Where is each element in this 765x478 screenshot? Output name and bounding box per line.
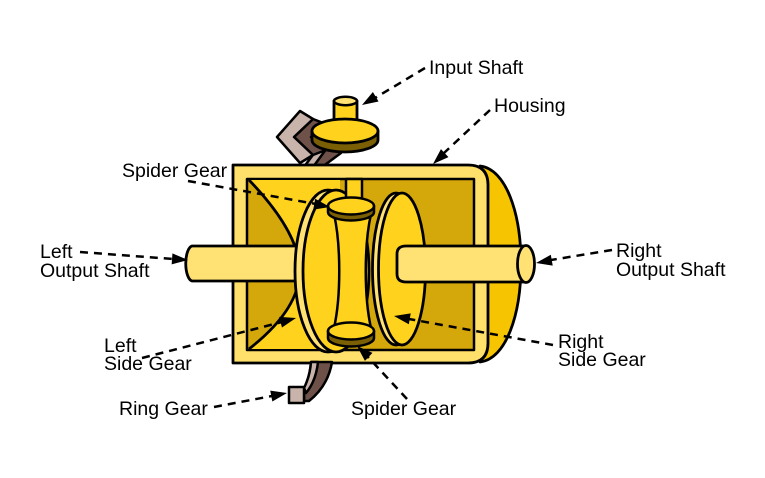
input-shaft-label: Input Shaft: [429, 57, 524, 79]
right-output-shaft-leader: [550, 248, 613, 262]
spider-gear-top-shape: [326, 177, 376, 222]
right-side-gear-leader: [408, 317, 554, 347]
spider-gear-bottom-label: Spider Gear: [351, 398, 457, 420]
left-output-shaft-shape: [184, 244, 312, 283]
left-side-gear-arrowhead: [279, 316, 296, 328]
ring-gear-bottom-band: [287, 360, 334, 405]
spider-gear-bottom-shape: [326, 321, 376, 348]
left-side-gear-label: Left Side Gear: [104, 335, 192, 375]
right-shaft-end: [516, 244, 536, 284]
ring-gear-bottom-face: [302, 360, 320, 395]
left-output-shaft-label: Left Output Shaft: [40, 241, 150, 282]
right-shaft-body: [395, 244, 528, 284]
right-side-gear-label: Right Side Gear: [558, 331, 646, 371]
input-shaft-leader: [374, 66, 426, 100]
right-output-shaft-arrowhead: [536, 254, 553, 266]
leader-lines: [79, 66, 613, 409]
right-side-gear-arrowhead: [394, 313, 411, 325]
crown-wheel-top: [310, 117, 380, 145]
labels: Input Shaft Housing Spider Gear Left Out…: [40, 57, 726, 420]
right-side-gear-label-line1: Right: [558, 331, 604, 353]
right-output-shaft-label: Right Output Shaft: [616, 240, 726, 281]
spider-bottom-face: [326, 321, 376, 341]
crown-wheel-shape: [310, 117, 380, 154]
right-side-gear-label-line2: Side Gear: [558, 349, 646, 371]
spider-top-face: [326, 196, 376, 216]
left-side-gear-label-line1: Left: [104, 335, 137, 357]
right-output-shaft-label-line1: Right: [616, 240, 662, 262]
spider-gear-bottom-leader: [366, 355, 408, 400]
input-shaft-arrowhead: [362, 92, 379, 105]
ring-gear-arrowhead: [270, 390, 287, 402]
ring-gear-end-cap: [287, 385, 306, 405]
left-output-shaft-label-line2: Output Shaft: [40, 260, 150, 282]
ring-gear-arrow-face: [275, 109, 315, 165]
housing-leader: [443, 109, 491, 154]
right-output-shaft-label-line2: Output Shaft: [616, 259, 726, 281]
left-output-shaft-arrowhead: [171, 253, 188, 265]
left-side-gear-leader: [141, 320, 283, 360]
spider-gear-top-arrowhead: [313, 198, 330, 210]
input-shaft-top: [332, 95, 359, 107]
ring-gear-leader: [213, 394, 273, 409]
housing-label: Housing: [494, 95, 566, 117]
left-output-shaft-leader: [79, 250, 174, 261]
spider-spool: [332, 212, 373, 330]
spider-gear-top-label: Spider Gear: [122, 160, 228, 182]
spider-gear-top-leader: [187, 179, 317, 206]
ring-gear-label: Ring Gear: [119, 398, 208, 420]
spider-gear-bottom-arrowhead: [357, 346, 373, 361]
left-output-shaft-label-line1: Left: [40, 241, 73, 263]
housing-arrowhead: [433, 149, 449, 164]
right-output-shaft-shape: [395, 244, 536, 284]
left-side-gear-label-line2: Side Gear: [104, 353, 192, 375]
